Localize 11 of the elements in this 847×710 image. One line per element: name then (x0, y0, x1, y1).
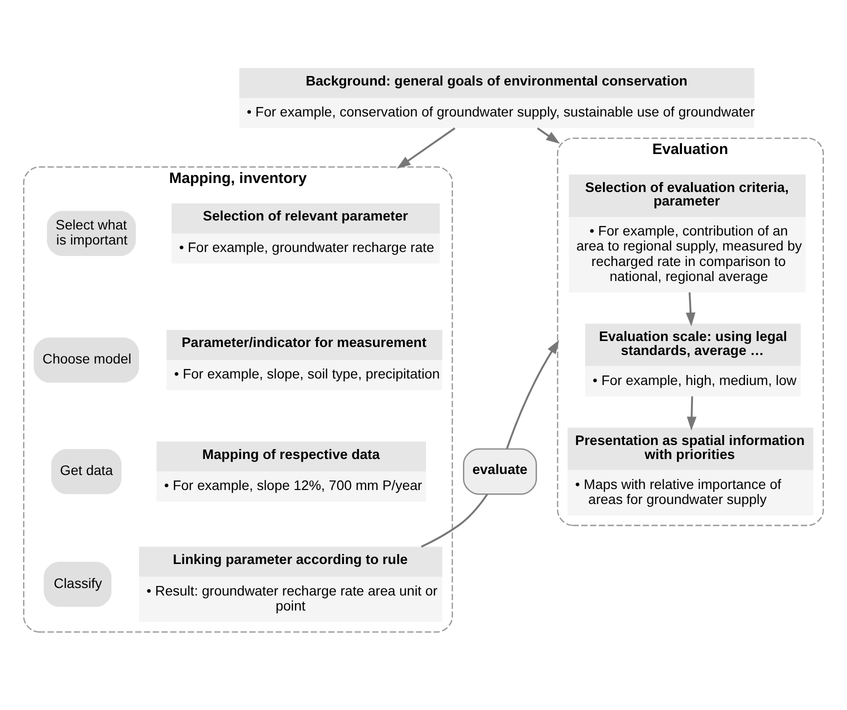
node-box: Choose model (34, 337, 140, 383)
arrow (396, 127, 456, 169)
connector (420, 494, 488, 548)
arrow (686, 396, 696, 430)
arrow (536, 127, 560, 144)
node-box: Select what is important (46, 210, 136, 256)
arrow (506, 340, 560, 449)
arrow (686, 292, 696, 326)
node-box: Get data (51, 449, 122, 494)
node-box: evaluate (462, 448, 537, 495)
node-box: Classify (44, 562, 112, 607)
